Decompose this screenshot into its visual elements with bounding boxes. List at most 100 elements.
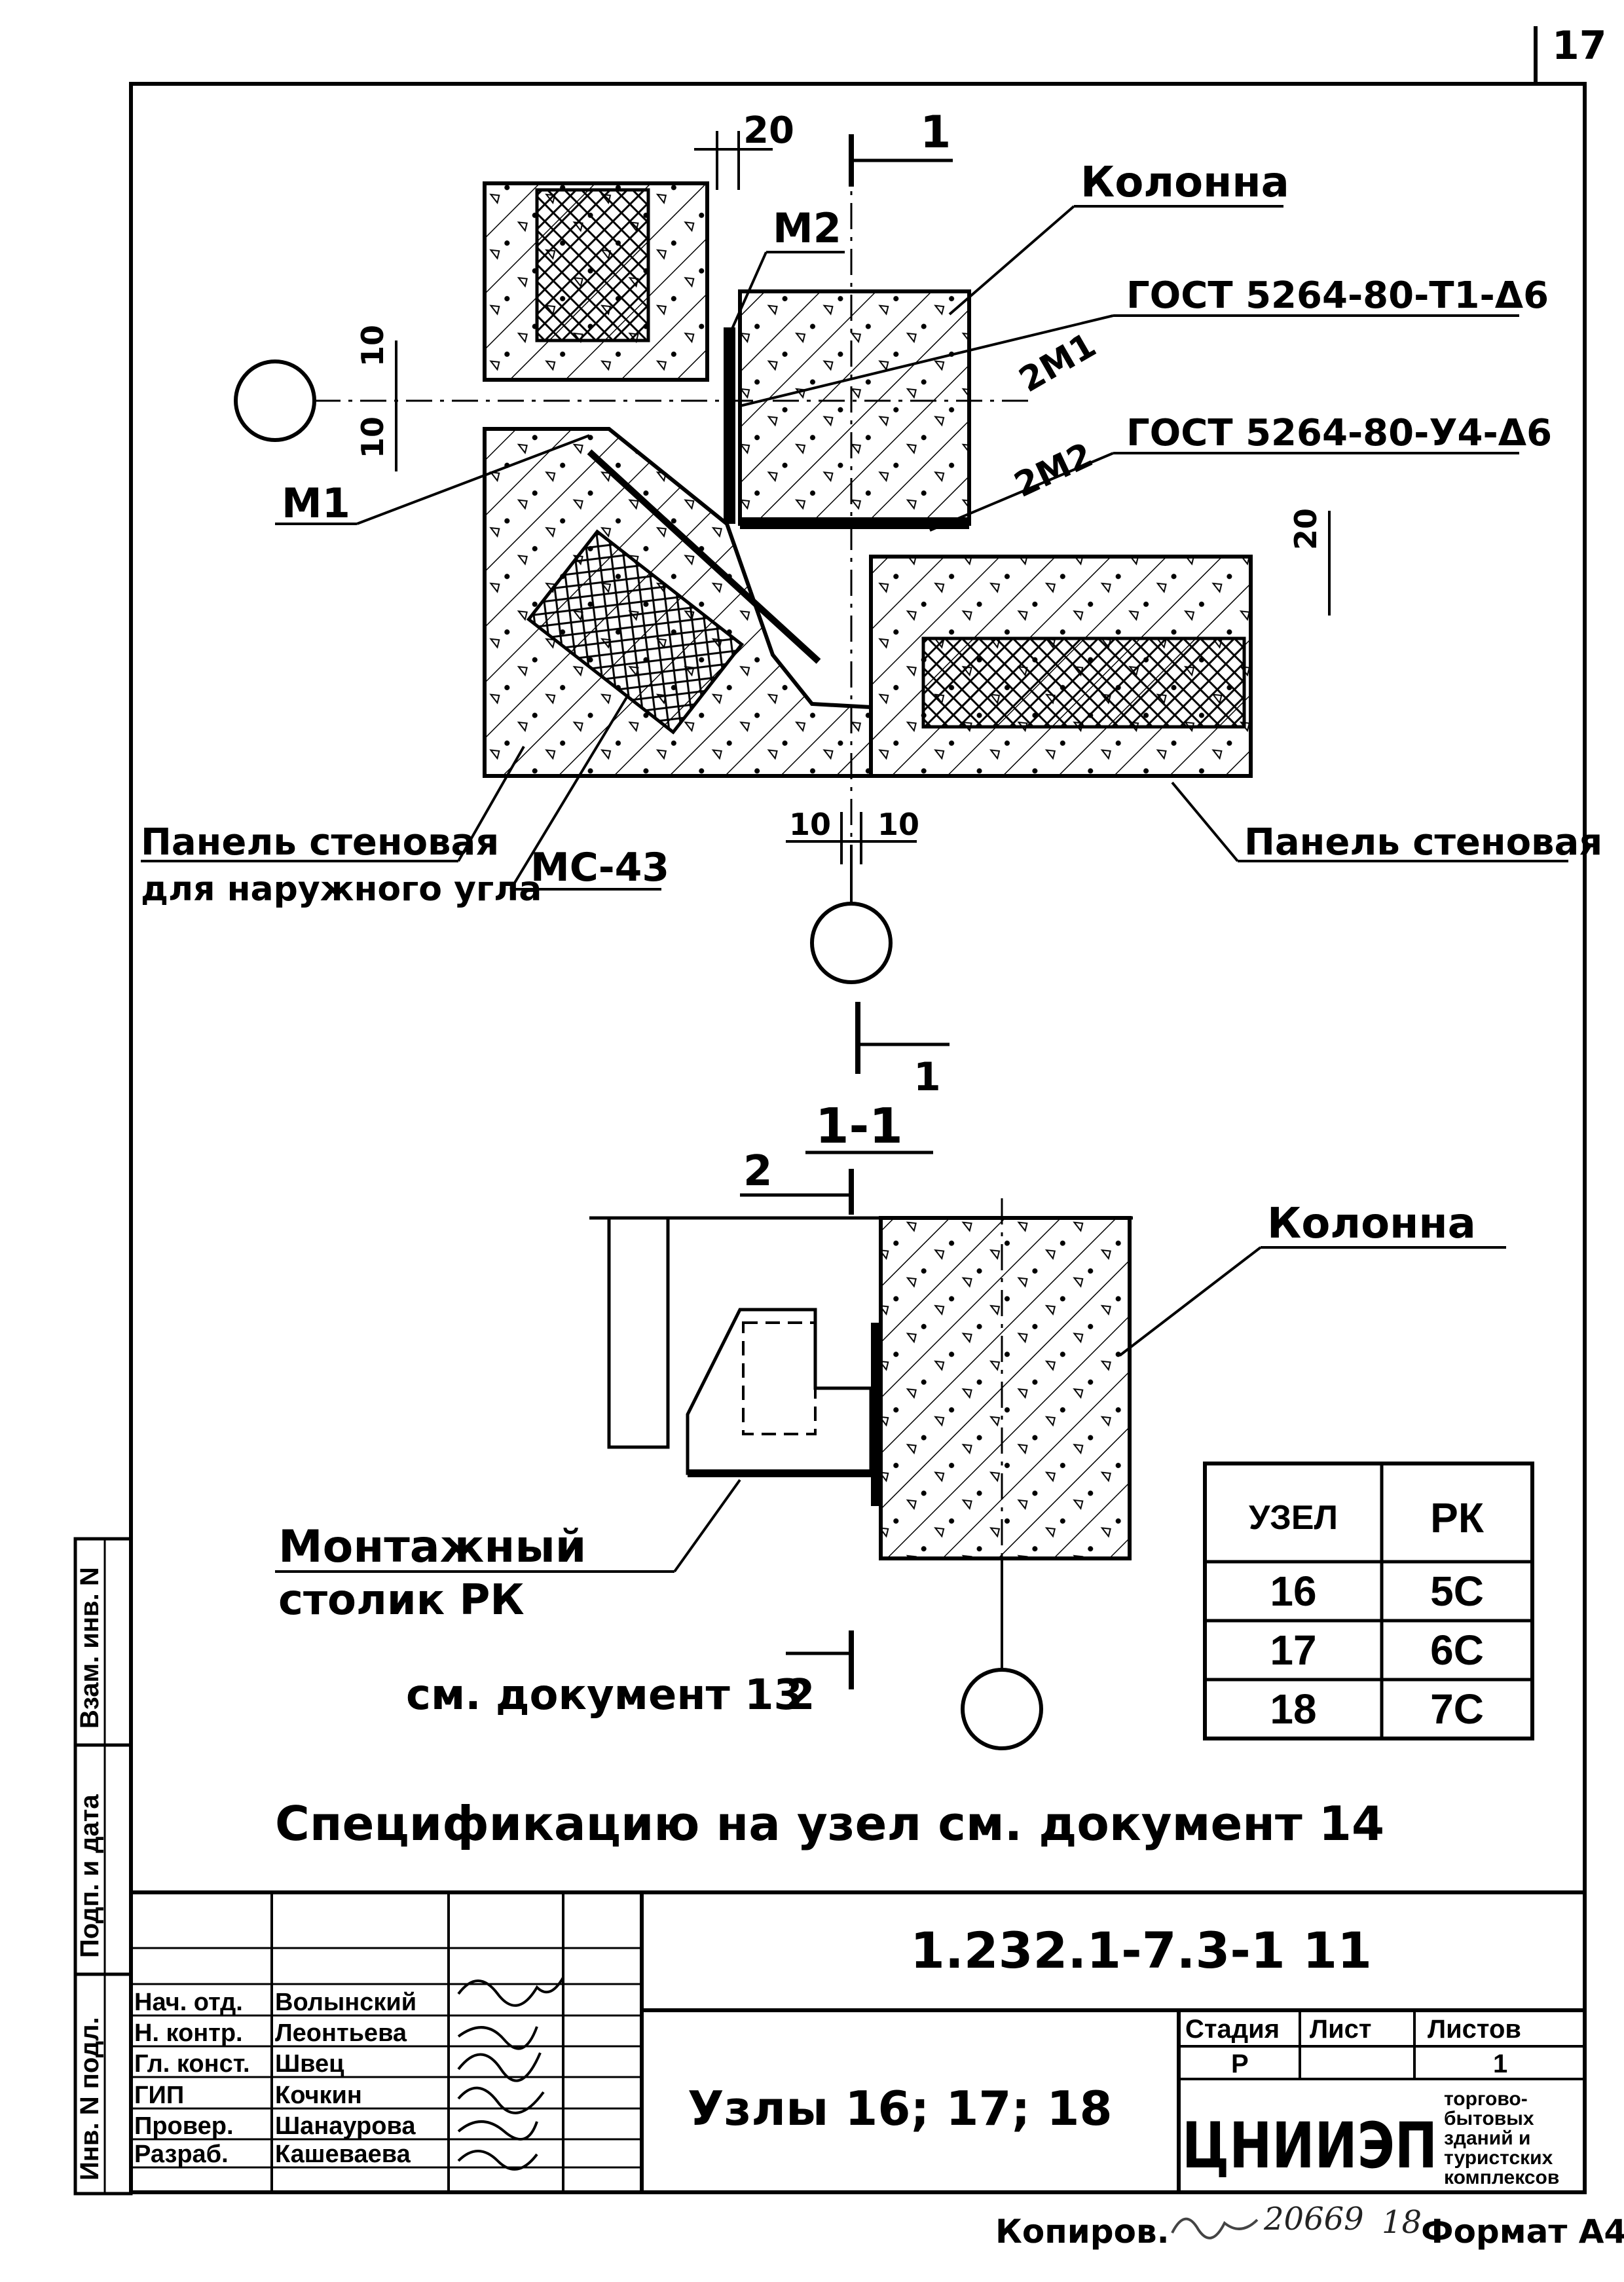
leader-m1-diag xyxy=(356,434,590,525)
document-code: 1.232.1-7.3-1 11 xyxy=(910,1921,1372,1979)
role-label: Нач. отд. xyxy=(134,1989,243,2016)
role-name: Шанаурова xyxy=(275,2112,416,2140)
label-column-section: Колонна xyxy=(1267,1200,1476,1248)
section-axis-bubble xyxy=(961,1668,1043,1750)
section-view: 1 1-1 2 Колонна Монтажный столик РК см. … xyxy=(275,1002,1506,1750)
axis-bubble-left xyxy=(234,359,316,442)
footer-format: Формат А4 xyxy=(1421,2213,1624,2251)
sheet-frame xyxy=(129,82,1587,2194)
signature-scribble xyxy=(457,1976,564,2007)
leader-mc43 xyxy=(509,693,630,891)
node-table-header-rk: РК xyxy=(1430,1494,1485,1541)
sheets-value: 1 xyxy=(1493,2050,1507,2078)
footer-copied-label: Копиров. xyxy=(995,2213,1170,2251)
corner-panel-insulation xyxy=(526,529,745,735)
diagonal-bar xyxy=(587,449,821,664)
label-panel-corner-1: Панель стеновая xyxy=(141,821,499,864)
role-name: Волынский xyxy=(275,1989,416,2016)
role-name: Швец xyxy=(275,2050,344,2078)
label-mount-table-1: Монтажный xyxy=(278,1521,586,1573)
title-block: Нач. отд. Волынский Н. контр. Леонтьева … xyxy=(131,1890,1585,2192)
role-label: ГИП xyxy=(134,2082,184,2109)
org-text-line: зданий и xyxy=(1444,2127,1530,2149)
stage-header: Стадия xyxy=(1185,2015,1280,2044)
weld-2m2: 2М2 xyxy=(1008,435,1099,506)
upper-panel-insulation xyxy=(535,188,650,342)
left-margin-vzam-inv: Взам. инв. N xyxy=(75,1567,104,1729)
mounting-table xyxy=(686,1308,873,1475)
node-table-cell: 6С xyxy=(1430,1627,1484,1674)
mark-2-bottom: 2 xyxy=(786,1671,815,1720)
sheet-header: Лист xyxy=(1310,2015,1372,2044)
leader-m2-diag xyxy=(726,251,767,341)
role-label: Провер. xyxy=(134,2112,234,2140)
signature-scribble xyxy=(457,2120,538,2141)
leader-mount-table xyxy=(673,1479,741,1573)
copier-signature xyxy=(1171,2217,1259,2239)
section-mark-1-top: 1 xyxy=(920,107,951,158)
org-text-line: комплексов xyxy=(1444,2167,1559,2188)
node-table: УЗЕЛ РК 16 5С 17 6С 18 7С xyxy=(1203,1462,1534,1740)
label-gost-2: ГОСТ 5264-80-У4-Δ6 xyxy=(1126,412,1552,454)
org-text-line: бытовых xyxy=(1444,2108,1534,2129)
drawing-title: Узлы 16; 17; 18 xyxy=(688,2081,1113,2136)
node-plan-view: 20 1 Колонна М2 ГОСТ 5264-80-Т1-Δ6 2М1 Г… xyxy=(141,107,1602,984)
section-plate xyxy=(871,1323,881,1506)
dim-20-right: 20 xyxy=(1288,508,1323,550)
node-table-cell: 18 xyxy=(1270,1685,1316,1733)
role-name: Кашеваева xyxy=(275,2141,411,2168)
node-table-cell: 5С xyxy=(1430,1568,1484,1615)
section-panel-left xyxy=(607,1216,670,1449)
mounting-table-bracket xyxy=(742,1321,817,1435)
org-logo: ЦНИИЭП xyxy=(1182,2109,1437,2182)
label-gost-1: ГОСТ 5264-80-Т1-Δ6 xyxy=(1126,274,1549,317)
signature-scribble xyxy=(457,2086,545,2114)
left-margin-inv-podl: Инв. N подл. xyxy=(75,2017,104,2181)
left-margin-stamp: Взам. инв. N Подп. и дата Инв. N подл. xyxy=(73,1537,133,2196)
dim-10-bottom-a: 10 xyxy=(789,807,831,842)
signature-scribble xyxy=(457,2052,542,2082)
column-block xyxy=(738,289,971,526)
label-m1: М1 xyxy=(282,479,350,527)
plate-m2 xyxy=(724,327,735,524)
leader-gost-2-diag xyxy=(929,452,1114,532)
corner-mark: 17 xyxy=(1552,23,1607,69)
axis-bubble-bottom xyxy=(810,902,893,984)
label-mount-table-2: столик РК xyxy=(278,1576,525,1625)
dim-20-top: 20 xyxy=(743,109,794,152)
label-mc43: МС-43 xyxy=(530,845,669,891)
footer-copy-number: 20669 xyxy=(1263,2201,1364,2237)
node-table-header-node: УЗЕЛ xyxy=(1249,1499,1338,1537)
dim-10-bottom-b: 10 xyxy=(877,807,919,842)
node-table-frame xyxy=(1203,1462,1534,1740)
mark-2-top: 2 xyxy=(743,1147,773,1196)
role-name: Леонтьева xyxy=(275,2019,407,2047)
stage-value: Р xyxy=(1231,2050,1249,2078)
sheets-header: Листов xyxy=(1428,2015,1521,2044)
node-table-cell: 16 xyxy=(1270,1568,1316,1615)
spec-note: Спецификацию на узел см. документ 14 xyxy=(275,1796,1384,1851)
footer: Копиров. 20669 18 Формат А4 xyxy=(995,2201,1624,2251)
org-text-line: туристских xyxy=(1444,2147,1553,2169)
label-m2: М2 xyxy=(773,204,841,252)
label-see-doc-13: см. документ 13 xyxy=(406,1671,803,1720)
leader-column-section-diag xyxy=(1118,1246,1262,1357)
dim-10-left-a: 10 xyxy=(355,325,390,367)
footer-page-number: 18 xyxy=(1382,2204,1422,2241)
org-text-line: торгово- xyxy=(1444,2088,1528,2110)
right-wall-insulation xyxy=(921,636,1246,729)
signature-scribble xyxy=(457,2150,538,2171)
leader-gost-1-diag xyxy=(739,314,1114,407)
node-table-cell: 7С xyxy=(1430,1685,1484,1733)
leader-column-top-diag xyxy=(948,205,1075,316)
role-label: Гл. конст. xyxy=(134,2050,250,2078)
label-panel-corner-2: для наружного угла xyxy=(141,870,542,909)
section-column xyxy=(879,1216,1132,1560)
label-panel-wall: Панель стеновая xyxy=(1244,821,1602,864)
role-name: Кочкин xyxy=(275,2082,362,2109)
left-margin-frame xyxy=(73,1537,133,2196)
section-mark-1-bottom: 1 xyxy=(913,1054,941,1100)
dim-10-left-b: 10 xyxy=(355,416,390,458)
role-label: Н. контр. xyxy=(134,2019,243,2047)
